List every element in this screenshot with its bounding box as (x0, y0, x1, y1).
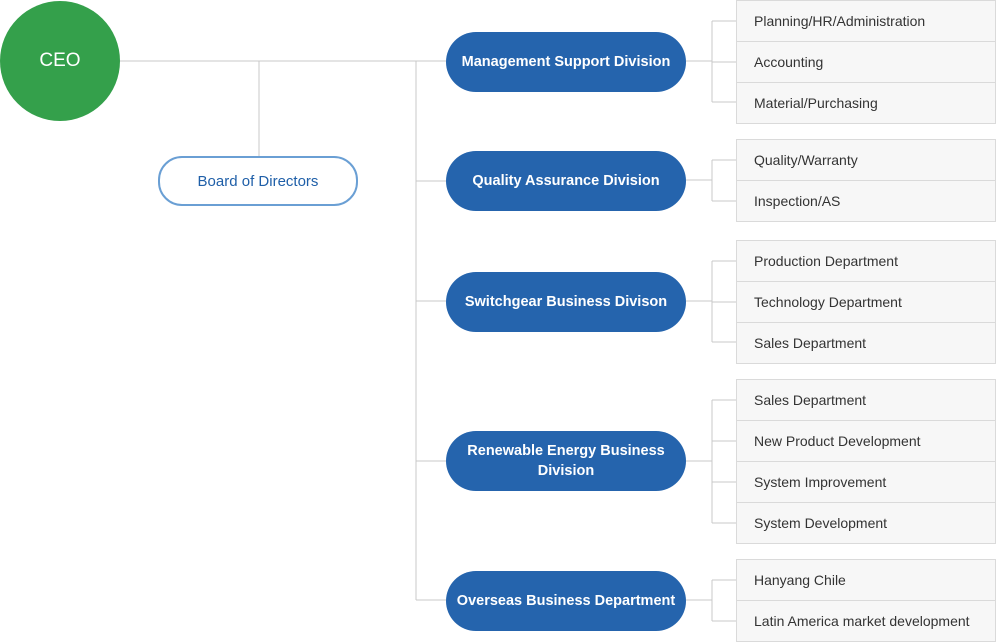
department-list-switchgear-business: Production Department Technology Departm… (736, 240, 996, 364)
department-item: Quality/Warranty (754, 152, 858, 168)
division-management-support: Management Support Division (446, 32, 686, 92)
department-item: Hanyang Chile (754, 572, 846, 588)
division-quality-assurance: Quality Assurance Division (446, 151, 686, 211)
division-overseas-business: Overseas Business Department (446, 571, 686, 631)
division-label: Switchgear Business Divison (464, 294, 668, 310)
division-label: Overseas Business Department (456, 593, 676, 609)
department-list-management-support: Planning/HR/Administration Accounting Ma… (736, 0, 996, 124)
department-item: Technology Department (737, 281, 995, 322)
department-list-renewable-energy: Sales Department New Product Development… (736, 379, 996, 544)
ceo-node: CEO (0, 1, 120, 121)
department-list-overseas-business: Hanyang Chile Latin America market devel… (736, 559, 996, 642)
department-item: Material/Purchasing (737, 82, 995, 123)
department-item: Planning/HR/Administration (754, 13, 926, 29)
department-item: Inspection/AS (737, 180, 995, 221)
division-switchgear-business: Switchgear Business Divison (446, 272, 686, 332)
department-item: Production Department (754, 253, 898, 269)
department-item: System Development (737, 502, 995, 543)
department-list-quality-assurance: Quality/Warranty Inspection/AS (736, 139, 996, 222)
department-item: New Product Development (737, 420, 995, 461)
department-item: Sales Department (754, 392, 867, 408)
board-of-directors-node: Board of Directors (158, 156, 358, 206)
division-renewable-energy: Renewable Energy Business Division (446, 431, 686, 491)
division-label: Quality Assurance Division (472, 173, 660, 189)
division-label: Management Support Division (461, 54, 671, 70)
ceo-label: CEO (39, 50, 81, 71)
department-item: Latin America market development (737, 600, 995, 641)
department-item: System Improvement (737, 461, 995, 502)
division-label: Renewable Energy Business Division (467, 443, 665, 479)
department-item: Accounting (737, 41, 995, 82)
board-label: Board of Directors (197, 172, 319, 190)
department-item: Sales Department (737, 322, 995, 363)
